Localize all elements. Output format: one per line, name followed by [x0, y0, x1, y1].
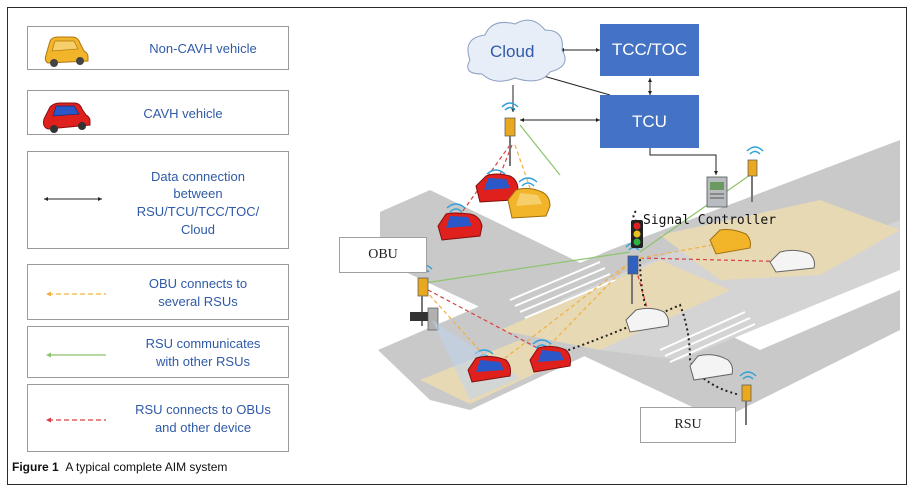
- legend-rsu-connects: RSU connects to OBUs and other device: [27, 384, 289, 452]
- legend-obu-line-1: OBU connects to: [148, 276, 248, 291]
- cloud-shape: [467, 19, 566, 82]
- intersection-center: [500, 260, 730, 350]
- legend-obu-connects: OBU connects to several RSUs: [27, 264, 289, 320]
- legend-cavh-label: CAVH vehicle: [143, 106, 223, 121]
- legend-non-cavh: Non-CAVH vehicle: [27, 26, 289, 70]
- figure-caption: Figure 1 A typical complete AIM system: [12, 460, 227, 474]
- rsu-unit-top: [504, 117, 516, 166]
- rsu-label-box: RSU: [640, 407, 736, 443]
- rsu-unit-right: [747, 159, 758, 202]
- legend-non-cavh-label: Non-CAVH vehicle: [149, 41, 257, 56]
- non-cavh-car-1: [507, 187, 551, 219]
- cavh-car-1: [437, 212, 483, 241]
- legend-data-line-3: RSU/TCU/TCC/TOC/: [136, 204, 260, 219]
- red-car-icon: [43, 102, 91, 133]
- rsu-unit-left: [417, 277, 429, 326]
- rsu-unit-bottom: [741, 384, 752, 425]
- legend-cavh: CAVH vehicle: [27, 90, 289, 135]
- rsu-link-green: [424, 251, 631, 284]
- cavh-car-4: [529, 345, 571, 373]
- signal-controller-label: Signal Controller: [643, 213, 777, 228]
- legend-rsu-comm-line-2: with other RSUs: [156, 354, 250, 369]
- legend-data-line-2: between: [173, 186, 223, 201]
- black-arrow-icon: [44, 197, 102, 201]
- orange-dashed-arrow-icon: [46, 291, 106, 297]
- non-cavh-car-2: [709, 229, 751, 255]
- cloud-label: Cloud: [490, 42, 535, 61]
- legend-rsu-conn-line-1: RSU connects to OBUs: [135, 402, 271, 417]
- legend-data-line-1: Data connection: [151, 169, 245, 184]
- signal-controller-cabinet: [706, 176, 728, 208]
- legend-rsu-comm-line-1: RSU communicates: [145, 336, 261, 351]
- legend-data-connection: Data connection between RSU/TCU/TCC/TOC/…: [27, 151, 289, 249]
- rsu-unit-center: [627, 255, 639, 304]
- green-arrow-icon: [46, 352, 106, 358]
- white-car-2: [625, 307, 669, 333]
- crosswalk-stripes: [509, 261, 756, 363]
- white-car-1: [769, 249, 815, 273]
- red-dashed-arrow-icon: [46, 417, 106, 423]
- legend-rsu-conn-line-2: and other device: [154, 420, 252, 435]
- legend-obu-line-2: several RSUs: [158, 294, 238, 309]
- dotted-path: [539, 303, 741, 396]
- white-car-3: [689, 354, 733, 381]
- traffic-light: [631, 220, 643, 248]
- figure-caption-text: A typical complete AIM system: [65, 460, 228, 474]
- tcu-node: TCU: [600, 95, 699, 148]
- yellow-car-icon: [44, 36, 89, 67]
- data-connections: [512, 49, 717, 175]
- tcc-toc-node: TCC/TOC: [600, 24, 699, 76]
- cavh-car-3: [467, 355, 511, 383]
- legend-data-line-4: Cloud: [181, 222, 215, 237]
- figure-label: Figure 1: [12, 460, 59, 474]
- obu-label-box: OBU: [339, 237, 427, 273]
- legend-rsu-communicates: RSU communicates with other RSUs: [27, 326, 289, 378]
